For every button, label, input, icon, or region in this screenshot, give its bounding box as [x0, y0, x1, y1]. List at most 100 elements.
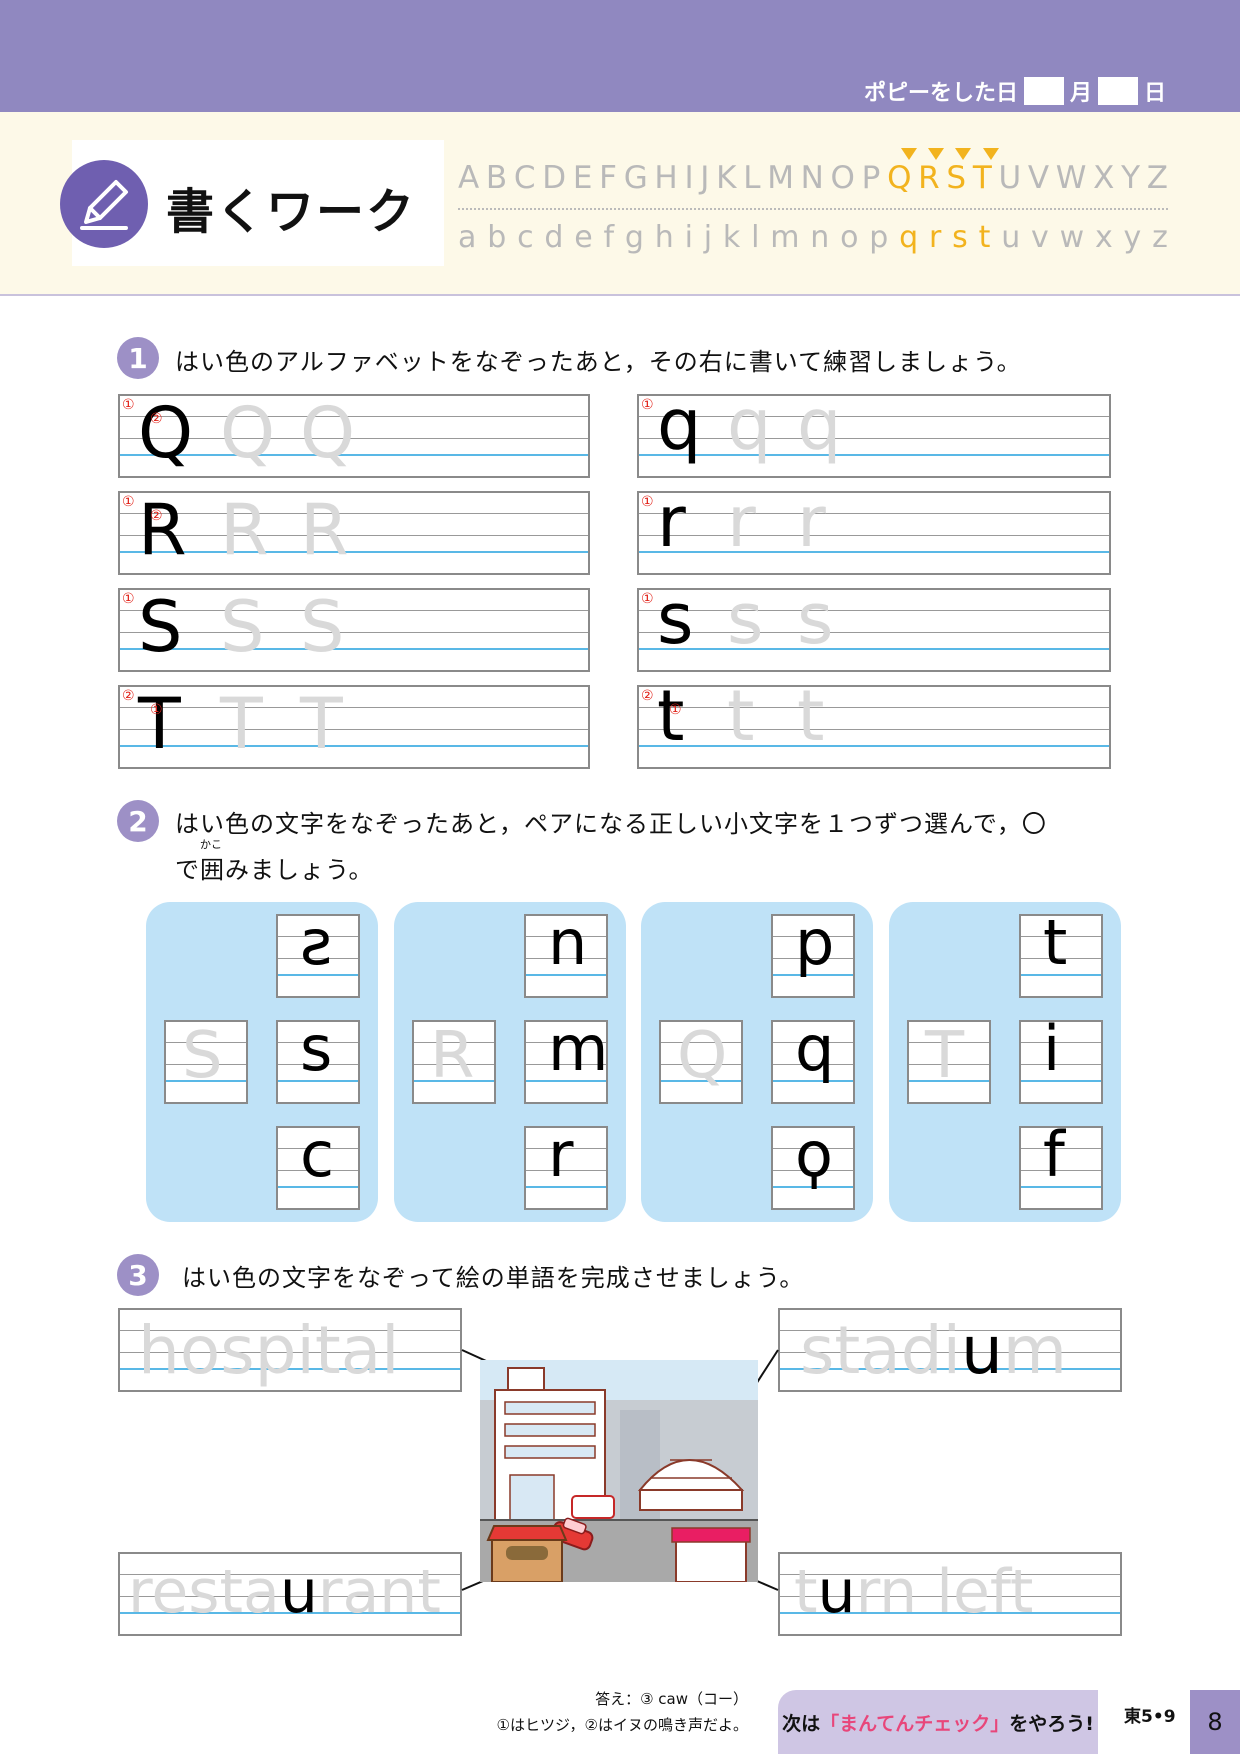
day-label: 日	[1143, 81, 1166, 106]
section-1-instruction: はい色のアルファベットをなぞったあと，その右に書いて練習しましょう。	[175, 348, 1022, 376]
ink-text: u	[279, 1557, 318, 1627]
month-input[interactable]	[1023, 77, 1064, 105]
bookstore-building	[671, 1527, 751, 1582]
alphabet-letter: z	[1152, 220, 1168, 255]
ruby-kako: かこ	[200, 838, 222, 851]
stadium-building	[637, 1459, 745, 1511]
alphabet-letter: H	[654, 160, 678, 196]
alphabet-letter: I	[684, 160, 694, 196]
alphabet-letter: U	[998, 160, 1022, 196]
alphabet-letter: t	[978, 220, 991, 255]
choice-option[interactable]: s	[276, 1012, 360, 1104]
choice-option[interactable]: ϙ	[771, 1118, 855, 1210]
alphabet-letter: Q	[887, 160, 912, 196]
option-letter: c	[300, 1118, 335, 1191]
model-letter: s	[657, 578, 694, 660]
book-code: 東5•9	[1124, 1707, 1176, 1727]
choice-option[interactable]: m	[524, 1012, 609, 1104]
stroke-order-mark: ①	[641, 397, 654, 413]
trace-capital-box[interactable]: R	[412, 1020, 496, 1104]
trace-letter: s	[727, 578, 764, 660]
highlight-triangle-icon	[955, 148, 972, 160]
stroke-order-mark: ①	[669, 702, 682, 718]
word-box-hospital[interactable]: hospital	[118, 1308, 462, 1392]
alphabet-divider	[458, 208, 1168, 210]
option-letter: m	[548, 1012, 609, 1085]
choice-option[interactable]: n	[524, 906, 608, 998]
alphabet-letter: m	[770, 220, 800, 255]
trace-capital: R	[430, 1019, 475, 1093]
stroke-order-mark: ②	[150, 508, 163, 524]
alphabet-letter: C	[513, 160, 536, 196]
alphabet-letter: c	[517, 220, 534, 255]
option-letter: p	[795, 906, 835, 979]
alphabet-letter: Z	[1146, 160, 1168, 196]
option-letter: s	[300, 1012, 333, 1085]
trace-capital: T	[925, 1019, 965, 1093]
alphabet-letter: k	[722, 220, 741, 255]
option-letter: f	[1043, 1118, 1065, 1191]
alphabet-letter: v	[1031, 220, 1049, 255]
trace-capital: Q	[677, 1019, 728, 1093]
choice-option[interactable]: p	[771, 906, 855, 998]
trace-letter: r	[797, 481, 826, 563]
answer-line-1: 答え：③ caw（コー）	[595, 1690, 748, 1708]
stroke-order-mark: ①	[150, 702, 163, 718]
trace-capital-box[interactable]: T	[907, 1020, 991, 1104]
date-field: ポピーをした日 月 日	[864, 74, 1166, 108]
option-letter: n	[548, 906, 588, 979]
trace-letter: s	[797, 578, 834, 660]
model-letter: R	[138, 489, 187, 571]
trace-letter: T	[300, 683, 343, 765]
next-suffix: をやろう!	[1009, 1712, 1094, 1735]
day-input[interactable]	[1097, 77, 1138, 105]
word-box-turn-left[interactable]: turn left	[778, 1552, 1122, 1636]
alphabet-letter: P	[861, 160, 881, 196]
choice-option[interactable]: c	[276, 1118, 360, 1210]
highlight-triangle-icon	[900, 148, 917, 160]
word-box-stadium[interactable]: stadium	[778, 1308, 1122, 1392]
trace-text: hospital	[138, 1312, 400, 1389]
option-letter: ϙ	[795, 1118, 833, 1191]
section-2-instruction-line2: で囲みましょう。	[175, 856, 374, 884]
option-letter: i	[1043, 1012, 1061, 1085]
choice-option[interactable]: r	[524, 1118, 608, 1210]
alphabet-letter: W	[1055, 160, 1087, 196]
section-3-number: 3	[117, 1254, 159, 1296]
option-letter: r	[548, 1118, 574, 1191]
trace-capital: S	[182, 1019, 223, 1093]
alphabet-letter: G	[623, 160, 648, 196]
alphabet-letter: A	[458, 160, 480, 196]
word-box-restaurant[interactable]: restaurant	[118, 1552, 462, 1636]
choice-option[interactable]: f	[1019, 1118, 1103, 1210]
alphabet-letter: B	[485, 160, 508, 196]
trace-capital-box[interactable]: S	[164, 1020, 248, 1104]
trace-text: t	[794, 1557, 818, 1627]
choice-option[interactable]: i	[1019, 1012, 1103, 1104]
choice-option[interactable]: t	[1019, 912, 1103, 998]
section-3-instruction: はい色の文字をなぞって絵の単語を完成させましょう。	[182, 1264, 805, 1292]
alphabet-letter: D	[542, 160, 567, 196]
pencil-icon	[60, 160, 148, 248]
alphabet-letter: J	[700, 160, 710, 196]
alphabet-letter: E	[572, 160, 593, 196]
trace-letter: r	[727, 481, 756, 563]
alphabet-letter: K	[716, 160, 737, 196]
trace-letter: t	[797, 675, 825, 757]
model-letter: Q	[138, 392, 194, 474]
trace-capital-box[interactable]: Q	[659, 1020, 743, 1104]
model-letter: r	[657, 481, 686, 563]
choice-option[interactable]: ƨ	[276, 912, 360, 998]
alphabet-letter: w	[1059, 220, 1085, 255]
trace-text: rant	[317, 1557, 441, 1627]
choice-option[interactable]: q	[771, 1018, 855, 1104]
